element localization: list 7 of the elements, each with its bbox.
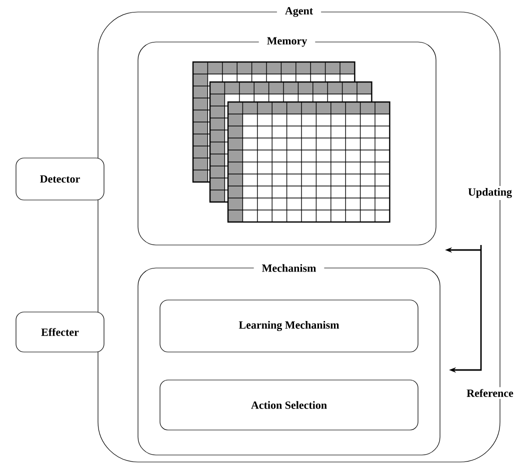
label-text: Reference xyxy=(464,387,516,399)
process-box: Detector xyxy=(16,158,104,200)
process-box: Effecter xyxy=(16,312,104,352)
process-box: Learning Mechanism xyxy=(160,300,418,352)
label-text: Updating xyxy=(466,186,514,200)
group-frame: Memory xyxy=(138,35,436,246)
process-box: Action Selection xyxy=(160,380,418,430)
